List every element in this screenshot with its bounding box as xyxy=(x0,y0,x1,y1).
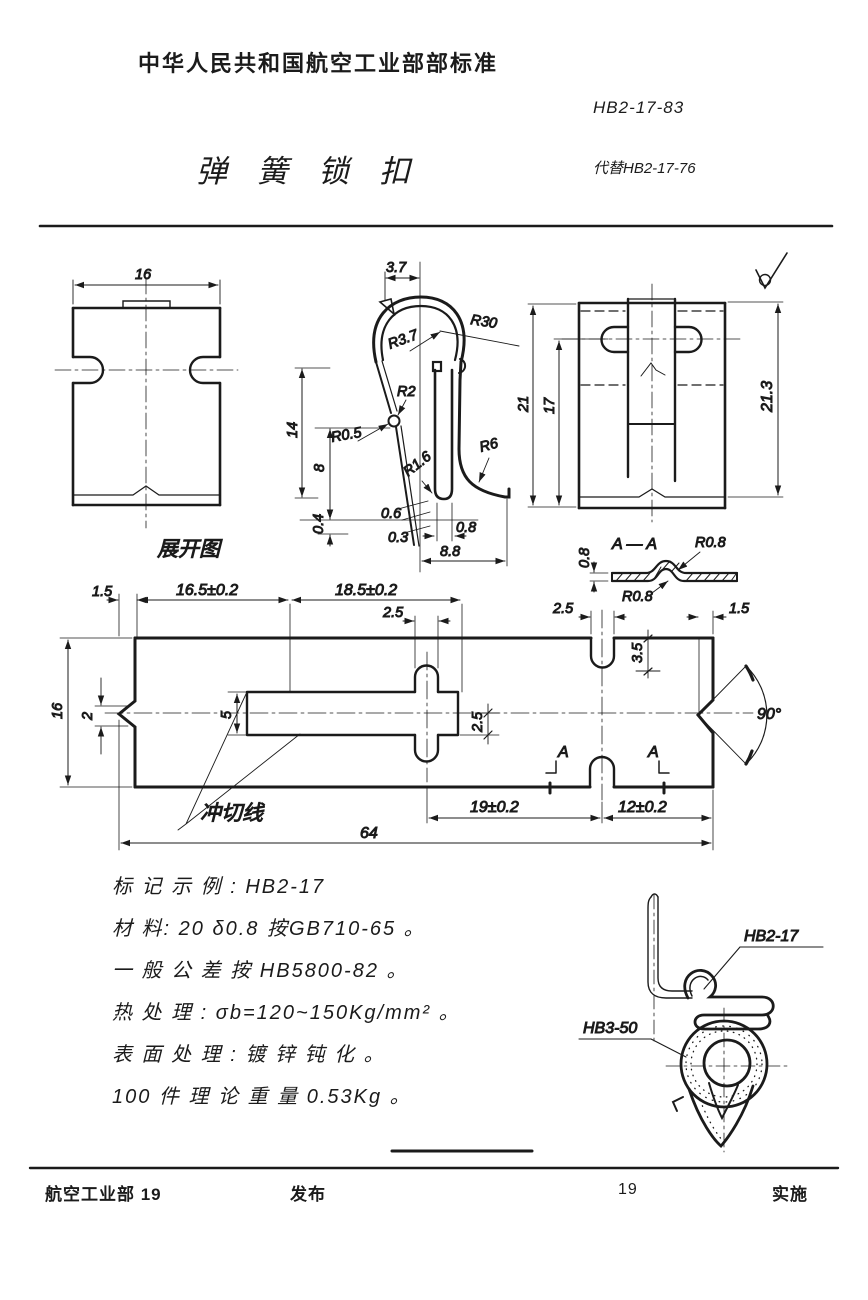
dim-label: R6 xyxy=(478,435,501,455)
dim-label: 16 xyxy=(50,702,66,719)
dim-label: 12±0.2 xyxy=(618,799,667,816)
dim-label: 0.8 xyxy=(456,520,476,536)
section-mark-a1: A xyxy=(557,744,569,761)
dim-label: R30 xyxy=(469,312,498,332)
notes-block: 标 记 示 例 : HB2-17 材 料: 20 δ0.8 按GB710-65 … xyxy=(112,874,461,1111)
dim-label: 18.5±0.2 xyxy=(335,582,397,599)
dim-label: 8 xyxy=(312,464,328,472)
view-unfold-small: 16 展开图 xyxy=(54,267,239,562)
hook-ramp xyxy=(457,360,511,499)
sheet-end-tip xyxy=(378,298,396,317)
standard-number: HB2-17-83 xyxy=(593,98,685,117)
footer-implement-label: 实施 xyxy=(772,1185,808,1204)
dim-label: 2.5 xyxy=(470,711,486,733)
view-unfold-large: 1.5 16.5±0.2 18.5±0.2 2.5 2.5 1.5 xyxy=(50,582,782,851)
view-profile: 3.7 14 8 0.4 0.6 0.3 0.8 xyxy=(285,260,520,573)
dim-label: 2.5 xyxy=(552,601,574,617)
assembly-part-label: HB2-17 xyxy=(744,928,799,945)
unfold-small-caption: 展开图 xyxy=(157,538,223,561)
page-title: 弹簧锁扣 xyxy=(196,154,440,189)
note-weight: 100 件 理 论 重 量 0.53Kg 。 xyxy=(112,1086,412,1108)
dim-label: 16 xyxy=(135,267,152,283)
section-caption: A — A xyxy=(611,536,657,553)
dim-label: 0.4 xyxy=(311,514,327,534)
bracket-outline xyxy=(647,896,693,999)
hatching xyxy=(615,560,737,582)
dim-label: R0.8 xyxy=(622,589,653,605)
top-notch xyxy=(589,636,616,669)
dim-label: 1.5 xyxy=(92,584,113,600)
dim-label: 2.5 xyxy=(382,605,404,621)
dim-label: 21 xyxy=(516,396,532,413)
dim-label: R0.5 xyxy=(330,425,364,446)
dim-label: R0.8 xyxy=(695,535,726,551)
v-notch-line xyxy=(72,485,221,496)
dim-label: 3.7 xyxy=(386,260,407,276)
ministry-standard-title: 中华人民共和国航空工业部部标准 xyxy=(138,51,499,76)
dim-label: 0.3 xyxy=(388,530,408,546)
dim-label: 90° xyxy=(757,706,782,723)
center-slot xyxy=(245,690,460,737)
section-aa-detail: A — A R0.8 0.8 R0.8 xyxy=(577,535,739,606)
footer-issuer: 航空工业部 19 xyxy=(45,1185,162,1204)
note-surface-treatment: 表 面 处 理 : 镀 锌 钝 化 。 xyxy=(112,1044,386,1066)
view-front: 21 17 21.3 xyxy=(516,252,788,523)
dim-label: 19±0.2 xyxy=(470,799,519,816)
front-slot-right xyxy=(673,325,703,354)
dim-label: 14 xyxy=(285,422,301,438)
punch-line-label: 冲切线 xyxy=(200,802,265,825)
dim-label: R1.6 xyxy=(401,448,436,480)
dim-label: 21.3 xyxy=(759,381,776,413)
ring-hole xyxy=(702,1038,752,1088)
dim-label: 0.8 xyxy=(577,548,593,568)
dim-label: 1.5 xyxy=(729,601,750,617)
stipple-shading xyxy=(690,1030,758,1098)
dim-label: 2 xyxy=(80,712,96,721)
replaces-note: 代替HB2-17-76 xyxy=(593,160,696,177)
tab-down xyxy=(413,733,440,763)
dim-label: R3.7 xyxy=(386,327,421,353)
note-heat-treatment: 热 处 理 : σb=120~150Kg/mm² 。 xyxy=(112,1002,461,1024)
inner-channel xyxy=(433,368,454,501)
dim-label: 5 xyxy=(219,710,235,719)
dim-label: 0.6 xyxy=(381,506,402,522)
assembly-ring-label: HB3-50 xyxy=(583,1020,637,1037)
footer-year-blank: 19 xyxy=(618,1181,638,1198)
section-mark-a2: A xyxy=(647,744,659,761)
dim-label: 8.8 xyxy=(440,544,460,560)
footer-publish-label: 发布 xyxy=(290,1185,326,1204)
ring-tail xyxy=(687,1084,755,1148)
dim-label: 64 xyxy=(360,825,378,842)
front-slot-left xyxy=(600,325,630,354)
note-material: 材 料: 20 δ0.8 按GB710-65 。 xyxy=(112,918,426,940)
dim-label: R2 xyxy=(397,384,416,400)
center-strip xyxy=(626,297,677,483)
spring-clip xyxy=(683,969,775,1031)
knuckle-loop xyxy=(387,414,401,428)
dim-label: 17 xyxy=(542,397,558,414)
left-point xyxy=(116,636,137,789)
assembly-illustration: HB2-17 HB3-50 xyxy=(578,893,824,1153)
dim-label: 16.5±0.2 xyxy=(176,582,238,599)
tab-up xyxy=(413,664,440,694)
note-marking-example: 标 记 示 例 : HB2-17 xyxy=(112,876,326,898)
dim-label: 3.5 xyxy=(630,642,646,663)
note-tolerance: 一 般 公 差 按 HB5800-82 。 xyxy=(112,960,409,982)
surface-finish-icon xyxy=(755,252,788,290)
